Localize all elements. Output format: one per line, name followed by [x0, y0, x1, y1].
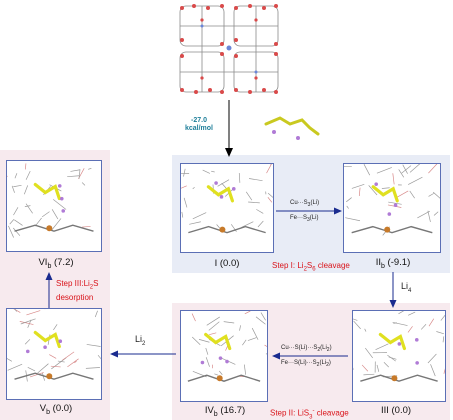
- transition-1-arrow: [276, 207, 342, 215]
- transition-2-top-label: Cu···S(Li)···S2(Li2): [281, 345, 332, 354]
- structure-sketch: [353, 311, 445, 382]
- step3-label: Step III:Li2S desorption: [56, 279, 99, 302]
- state-label-VIb: VIb (7.2): [38, 257, 74, 270]
- transition-1-top-label: Cu···S3(Li): [290, 200, 320, 209]
- step3-arrow: [45, 272, 53, 308]
- structure-sketch: [187, 311, 267, 382]
- state-label-I: I (0.0): [214, 258, 240, 269]
- structure-frame-Vb: [6, 308, 102, 400]
- state-label-IIb: IIb (-9.1): [375, 257, 411, 270]
- state-label-Vb: Vb (0.0): [39, 403, 73, 416]
- structure-frame-VIb: [6, 160, 102, 252]
- structure-frame-III: [352, 310, 446, 402]
- structure-frame-I: [180, 163, 274, 253]
- step2-label: Step II: LiS3- cleavage: [270, 408, 349, 420]
- li2s6-molecule-image: [264, 116, 320, 140]
- transition-1-bottom-label: Fe···S3(Li): [290, 215, 319, 224]
- transition-2-bottom-label: Fe···S(Li)···S2(Li2): [281, 360, 331, 369]
- structure-frame-IIb: [343, 163, 441, 253]
- mof-structure-image: [179, 4, 279, 94]
- state-label-IVb: IVb (16.7): [204, 405, 246, 418]
- state-label-III: III (0.0): [380, 405, 412, 416]
- step1-label: Step I: Li2S6 cleavage: [272, 261, 350, 273]
- adsorption-arrow: [225, 100, 233, 157]
- structure-sketch: [344, 164, 440, 236]
- structure-sketch: [7, 309, 101, 382]
- li2-label: Li2: [135, 334, 146, 347]
- li2-arrow: [110, 350, 176, 358]
- li4-arrow: [389, 272, 397, 308]
- structure-frame-IVb: [180, 310, 268, 402]
- structure-sketch: [7, 163, 94, 238]
- transition-2-arrow: [272, 352, 348, 360]
- structure-sketch: [181, 164, 273, 234]
- li4-label: Li4: [401, 281, 412, 294]
